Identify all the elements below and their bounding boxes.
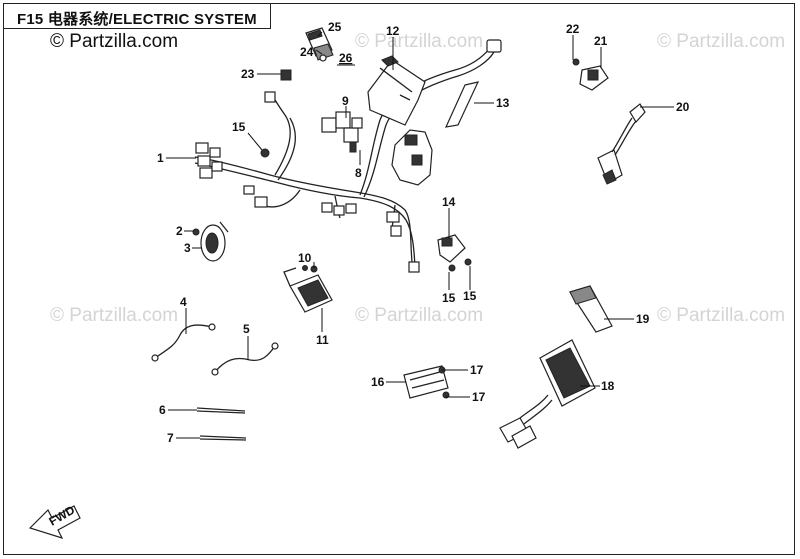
callout-label: 2	[176, 224, 183, 238]
callout-label: 25	[328, 20, 342, 34]
copyright-text: © Partzilla.com	[50, 31, 179, 52]
callout-label: 15	[232, 120, 246, 134]
callout-label: 3	[184, 241, 191, 255]
callout-label: 17	[472, 390, 486, 404]
ignition-coil	[597, 103, 646, 185]
sensor	[572, 58, 609, 91]
callout-label: 20	[676, 100, 690, 114]
watermark: © Partzilla.com	[355, 31, 484, 52]
callout-labels: 1 2 3 4 5 6 7 8 9 10 11 12 13 14 15 15 1…	[157, 20, 690, 445]
rubber-strap	[444, 81, 480, 128]
leader-lines	[166, 31, 674, 439]
callout-label: 15	[463, 289, 477, 303]
wire-4	[154, 324, 213, 359]
ecu-module	[499, 339, 596, 449]
fwd-arrow-icon: FWD	[28, 503, 81, 539]
watermark: © Partzilla.com	[657, 305, 786, 326]
watermark: © Partzilla.com	[657, 31, 786, 52]
callout-label: 7	[167, 431, 174, 445]
connector-cluster	[321, 111, 363, 153]
callout-label: 6	[159, 403, 166, 417]
pouch	[569, 285, 613, 333]
callout-label: 10	[298, 251, 312, 265]
diagram-frame	[3, 3, 795, 555]
watermark: © Partzilla.com	[355, 305, 484, 326]
callout-label: 1	[157, 151, 164, 165]
callout-label: 22	[566, 22, 580, 36]
callout-label: 9	[342, 94, 349, 108]
page-title: F15 电器系统/ELECTRIC SYSTEM	[17, 11, 257, 28]
callout-label: 16	[371, 375, 385, 389]
callout-label: 18	[601, 379, 615, 393]
callout-label: 4	[180, 295, 187, 309]
callout-label: 17	[470, 363, 484, 377]
wire-5	[214, 345, 276, 373]
relay-assembly	[305, 27, 334, 62]
callout-label: 23	[241, 67, 255, 81]
small-connector	[280, 69, 292, 81]
callout-label: 12	[386, 24, 400, 38]
callout-label: 21	[594, 34, 608, 48]
bolt	[260, 148, 270, 158]
callout-label: 24	[300, 45, 314, 59]
callout-label: 14	[442, 195, 456, 209]
regulator	[283, 265, 333, 313]
callout-label: 11	[316, 333, 329, 347]
battery-box	[367, 55, 426, 126]
callout-label: 8	[355, 166, 362, 180]
starter-relay	[437, 234, 472, 272]
cdi-unit	[403, 365, 450, 399]
watermark: © Partzilla.com	[50, 305, 179, 326]
callout-label: 19	[636, 312, 650, 326]
callout-label: 26	[339, 51, 353, 65]
callout-label: 5	[243, 322, 250, 336]
cable-tie-6	[196, 407, 246, 412]
callout-label: 13	[496, 96, 510, 110]
callout-label: 15	[442, 291, 456, 305]
cable-tie-7	[199, 435, 247, 439]
horn	[192, 221, 229, 262]
title-box: F15 电器系统/ELECTRIC SYSTEM	[3, 3, 271, 29]
